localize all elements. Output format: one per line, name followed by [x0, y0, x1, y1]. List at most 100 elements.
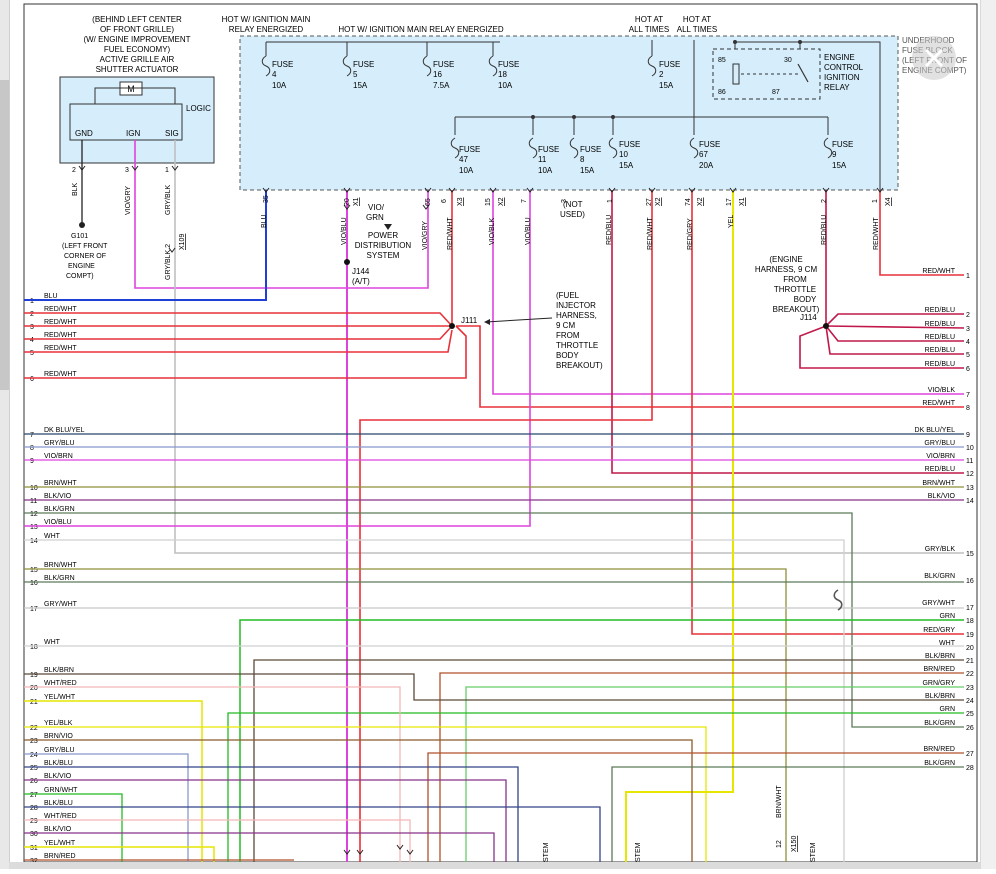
svg-text:10A: 10A — [459, 166, 474, 175]
pin-35: 35 — [263, 195, 270, 203]
zoom-button[interactable] — [912, 36, 956, 80]
wire-blk-blu-25 — [24, 766, 519, 862]
right-row-num: 8 — [966, 405, 970, 412]
x150-conn: X150 — [791, 836, 798, 852]
module-note-2: OF FRONT GRILLE) — [100, 25, 174, 34]
right-row-wire: GRN/GRY — [922, 680, 955, 687]
right-row-wire: DK BLU/YEL — [915, 427, 956, 434]
right-row-num: 19 — [966, 632, 974, 639]
left-scrollbar[interactable] — [0, 0, 10, 869]
left-row-num: 2 — [30, 311, 34, 318]
left-row-num: 14 — [30, 538, 38, 545]
fuse-10: FUSE 10 15A — [619, 140, 640, 170]
svg-text:FUSE: FUSE — [832, 140, 853, 149]
svg-text:FUSE: FUSE — [498, 60, 519, 69]
relay-label-1: ENGINE — [824, 53, 855, 62]
wire-label-red-gry: RED/GRY — [687, 218, 694, 250]
right-row-wire: BRN/WHT — [922, 480, 955, 487]
left-row-num: 10 — [30, 485, 38, 492]
connector-mark-11 — [876, 187, 884, 193]
splice-dot-2 — [344, 259, 350, 265]
hot-label-2: HOT W/ IGNITION MAIN RELAY ENERGIZED — [338, 25, 504, 34]
wire-brn-red-22 — [439, 672, 964, 862]
left-row-num: 7 — [30, 432, 34, 439]
left-row-wire: BLK/VIO — [44, 493, 72, 500]
left-row-num: 29 — [30, 818, 38, 825]
left-row-wire: DK BLU/YEL — [44, 427, 85, 434]
wire-blk-brn-21 — [253, 659, 964, 862]
bottom-scrollbar[interactable] — [9, 862, 980, 869]
wire-gry-blu-24 — [24, 753, 189, 862]
connector-mark-7 — [648, 187, 656, 193]
arrow-left-icon — [484, 319, 490, 325]
wire-j114-5 — [825, 325, 964, 355]
right-row-wire: GRY/BLK — [925, 546, 956, 553]
right-row-wire: GRY/BLU — [924, 440, 955, 447]
right-row-num: 18 — [966, 618, 974, 625]
wire-grn-wht-27 — [24, 793, 123, 862]
ground-label-5: COMPT) — [66, 273, 94, 280]
left-scrollbar-thumb[interactable] — [0, 80, 9, 390]
right-row-wire: BLK/GRN — [924, 760, 955, 767]
pin-7: 7 — [521, 199, 528, 203]
pin-3: 3 — [561, 199, 568, 203]
svg-text:7.5A: 7.5A — [433, 81, 450, 90]
left-row-wire: WHT — [44, 639, 61, 646]
svg-text:10: 10 — [619, 150, 628, 159]
right-row-num: 2 — [966, 312, 970, 319]
fuse-glyph-5 — [450, 137, 460, 159]
wire-row6 — [24, 325, 467, 379]
module-note-3: (W/ ENGINE IMPROVEMENT — [83, 35, 190, 44]
j114-label: J114 — [800, 313, 817, 322]
wire-row2 — [24, 312, 453, 327]
fuse-18: FUSE 18 10A — [498, 60, 519, 90]
j111-note-6: THROTTLE — [556, 341, 598, 350]
ground-symbol-icon — [79, 222, 85, 228]
conn-x3: X3 — [457, 197, 464, 206]
right-row-wire: RED/BLU — [925, 347, 955, 354]
module-note-1: (BEHIND LEFT CENTER — [92, 15, 182, 24]
wire-vio-blu-13 — [24, 190, 531, 527]
wire-blk-grn-28 — [611, 766, 964, 862]
fuse-block-box — [239, 35, 899, 191]
inline-connector-4 — [406, 849, 414, 855]
svg-text:20A: 20A — [699, 161, 714, 170]
pin-20: 20 — [344, 198, 351, 206]
svg-text:15A: 15A — [353, 81, 368, 90]
left-row-wire: BRN/WHT — [44, 480, 77, 487]
pin-6: 6 — [441, 199, 448, 203]
right-row-num: 26 — [966, 725, 974, 732]
fuse-glyph-1 — [342, 55, 352, 77]
svg-text:11: 11 — [538, 155, 547, 164]
j111-label: J111 — [461, 316, 478, 325]
inline-connector-5 — [422, 204, 430, 210]
left-row-wire: WHT — [44, 533, 61, 540]
svg-text:FUSE: FUSE — [538, 145, 559, 154]
relay-label-4: RELAY — [824, 83, 850, 92]
j111-note-2: INJECTOR — [556, 301, 596, 310]
wire-label-vio-blu-1: VIO/BLU — [341, 217, 348, 245]
left-row-num: 19 — [30, 672, 38, 679]
right-row-num: 13 — [966, 485, 974, 492]
left-row-num: 23 — [30, 738, 38, 745]
left-row-num: 31 — [30, 845, 38, 852]
pin-27: 27 — [646, 198, 653, 206]
right-row-num: 5 — [966, 352, 970, 359]
wire-row4 — [24, 325, 453, 340]
right-scrollbar[interactable] — [980, 0, 996, 869]
conn-x1a: X1 — [353, 197, 360, 206]
left-row-wire: GRY/BLU — [44, 440, 75, 447]
wire-brn-vio-23 — [24, 739, 693, 862]
left-row-wire: YEL/BLK — [44, 720, 73, 727]
wire-label-vio-blu-2: VIO/BLU — [525, 217, 532, 245]
fuse-symbols — [261, 55, 833, 159]
right-row-wire: VIO/BRN — [926, 453, 955, 460]
relay-coil-icon — [732, 63, 740, 85]
grille-shutter-module: (BEHIND LEFT CENTER OF FRONT GRILLE) (W/… — [59, 15, 215, 280]
wire-wht-14 — [24, 539, 845, 862]
hot-label-4a: HOT AT — [683, 15, 711, 24]
j144-label: J144 — [352, 267, 370, 276]
svg-text:15A: 15A — [580, 166, 595, 175]
motor-symbol: M — [127, 84, 135, 94]
